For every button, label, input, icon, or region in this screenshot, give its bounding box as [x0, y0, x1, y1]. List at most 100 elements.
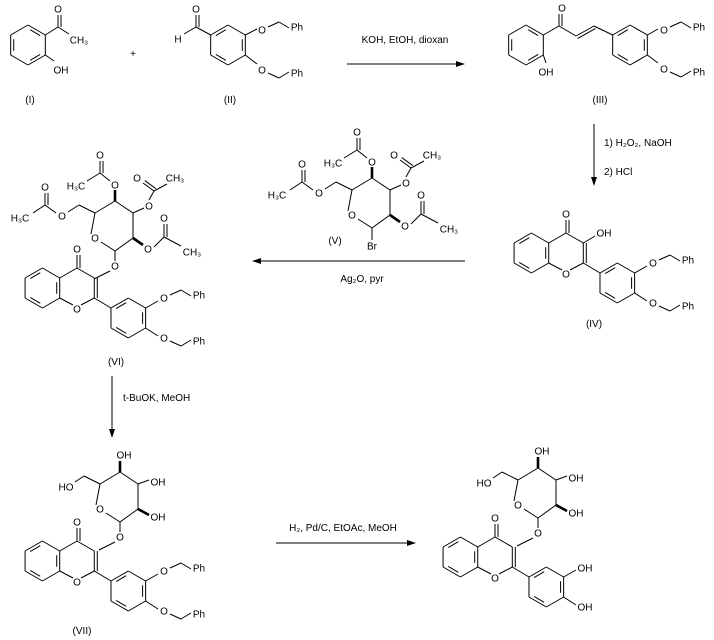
bond	[525, 24, 544, 36]
bond	[634, 265, 648, 274]
bond	[448, 541, 459, 548]
bond	[410, 213, 422, 225]
bond	[24, 297, 43, 309]
atom-label: O	[558, 4, 566, 15]
bond	[548, 262, 563, 271]
atom-label: Ph	[193, 610, 205, 621]
atom-label: O	[649, 299, 657, 310]
bond	[563, 569, 577, 578]
bond	[145, 600, 159, 610]
bond	[669, 21, 682, 28]
bond	[145, 573, 159, 582]
atom-label: O	[514, 501, 522, 512]
atom-label: O	[368, 158, 376, 169]
atom-label: O	[160, 567, 168, 578]
atom-label: O	[348, 211, 356, 222]
atom-label: O	[73, 518, 81, 529]
atom-label: O	[491, 514, 499, 525]
bond	[59, 267, 78, 279]
atom-label: Br	[367, 242, 378, 253]
bond	[389, 213, 401, 224]
atom-label: O	[96, 505, 104, 516]
bond	[245, 28, 258, 36]
bond	[105, 512, 121, 523]
bond	[356, 149, 368, 159]
bond	[180, 612, 192, 620]
bond	[100, 241, 116, 252]
atom-label: Ph	[193, 564, 205, 575]
bond	[180, 339, 192, 347]
bond	[44, 204, 57, 214]
bond	[137, 479, 150, 485]
bond	[210, 54, 229, 66]
bond	[546, 596, 564, 608]
reagent-step2b: 2) HCl	[604, 167, 632, 178]
bond	[142, 182, 155, 192]
bond	[658, 254, 671, 261]
bond	[132, 207, 145, 214]
atom-label: O	[96, 151, 104, 162]
bond	[90, 212, 96, 235]
bond	[98, 541, 116, 551]
bond	[278, 21, 290, 29]
bond	[508, 24, 527, 36]
atom-label: O	[562, 210, 570, 221]
bond	[115, 327, 127, 334]
bond	[94, 297, 112, 309]
bond	[617, 292, 635, 304]
bond	[210, 24, 229, 36]
bond	[42, 540, 60, 552]
atom-label: O	[160, 334, 168, 345]
bond	[24, 570, 43, 582]
bond	[57, 26, 70, 35]
arrowhead-3	[252, 258, 261, 264]
bond	[512, 566, 530, 578]
bond	[119, 508, 139, 523]
bond	[460, 566, 478, 578]
atom-label: CH₃	[70, 36, 89, 47]
atom-label: O	[491, 574, 499, 585]
bond	[137, 507, 150, 517]
bond	[30, 297, 41, 304]
atom-label: Ph	[193, 291, 205, 302]
bond	[563, 596, 577, 606]
atom-label: O	[353, 128, 361, 139]
bond	[351, 177, 373, 191]
arrowhead-5	[407, 540, 416, 546]
bond	[542, 54, 547, 64]
bond	[647, 54, 659, 64]
bond	[128, 600, 146, 612]
atom-label: H	[174, 35, 181, 46]
bond	[669, 254, 681, 262]
bond	[513, 232, 532, 244]
atom-label: OH	[535, 447, 550, 458]
bond	[546, 566, 564, 578]
compound-label-v: (V)	[328, 236, 341, 247]
bond	[45, 26, 59, 36]
atom-label: OH	[151, 513, 166, 524]
atom-label: CH₃	[423, 151, 442, 162]
bond	[516, 537, 534, 547]
atom-label: O	[660, 26, 668, 37]
atom-label: OH	[597, 229, 612, 240]
atom-label: O	[73, 578, 81, 589]
bond	[410, 160, 425, 169]
reagent-step4: t-BuOK, MeOH	[123, 393, 190, 404]
atom-label: O	[417, 191, 425, 202]
bond	[59, 540, 78, 552]
atom-label: O	[390, 151, 398, 162]
atom-label: OH	[54, 66, 69, 77]
bond	[593, 25, 613, 36]
bond	[148, 190, 155, 201]
bond	[32, 204, 46, 214]
bond	[215, 54, 227, 61]
atom-label: O	[401, 222, 409, 233]
bond	[169, 289, 182, 296]
bond	[76, 540, 95, 552]
atom-label: OH	[539, 68, 554, 79]
